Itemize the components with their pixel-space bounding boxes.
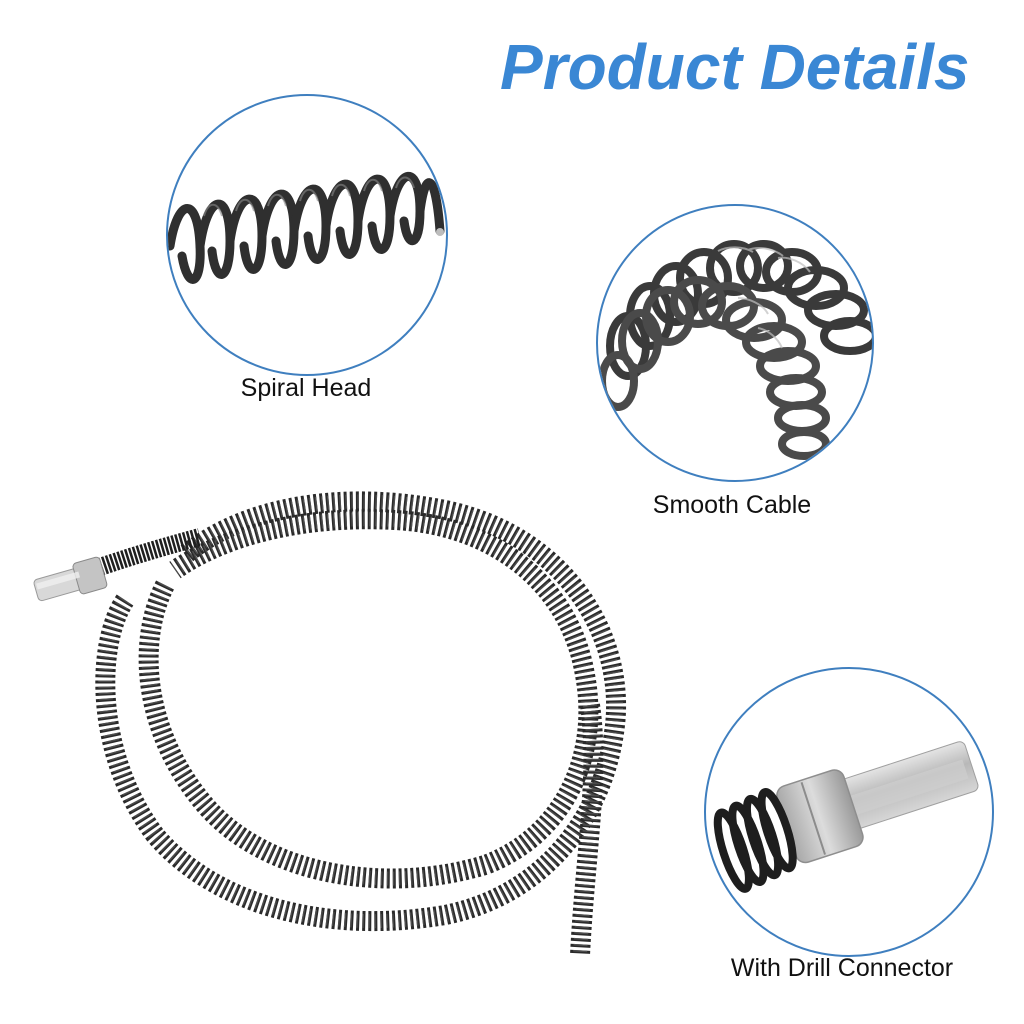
smooth-cable-detail-image	[596, 204, 874, 482]
spiral-head-detail-image	[166, 94, 448, 376]
page-title: Product Details	[500, 31, 970, 103]
spiral-head-caption: Spiral Head	[240, 374, 372, 402]
coiled-cable-product-image	[25, 475, 665, 995]
drill-connector-detail-image	[704, 667, 994, 957]
drill-connector-caption: With Drill Connector	[730, 954, 954, 982]
smooth-cable-caption: Smooth Cable	[652, 491, 812, 519]
coiled-spring-cable-icon	[33, 491, 626, 956]
smooth-cable-coil-icon	[598, 240, 872, 460]
spiral-head-spring-icon	[168, 171, 445, 284]
drill-connector-icon	[713, 741, 979, 893]
